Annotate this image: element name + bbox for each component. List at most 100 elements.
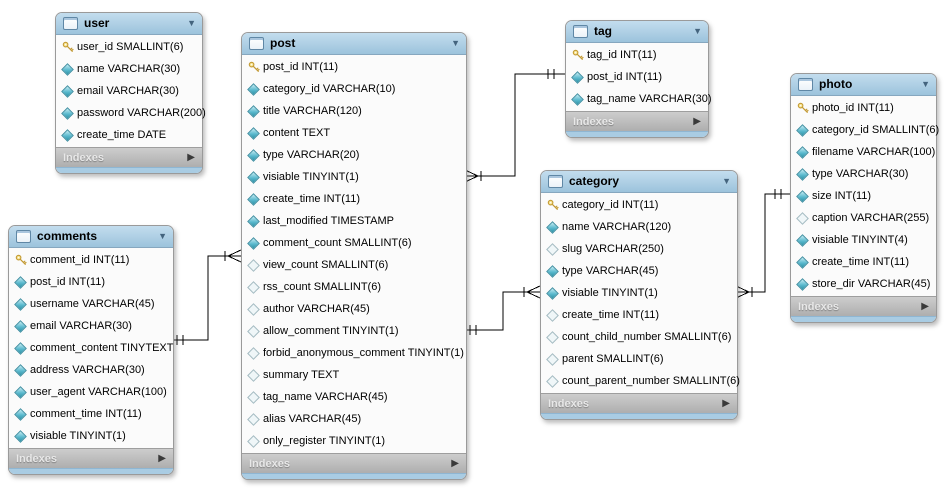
table-header[interactable]: post ▼ — [242, 33, 466, 55]
field-label: type VARCHAR(45) — [562, 265, 659, 277]
field-label: visiable TINYINT(1) — [263, 171, 359, 183]
field-label: visiable TINYINT(4) — [812, 234, 908, 246]
relationship-post-tag[interactable] — [464, 69, 565, 183]
column-diamond-icon — [14, 297, 27, 311]
relationship-category-photo[interactable] — [735, 189, 790, 299]
table-title: photo — [819, 77, 853, 91]
field-icon-cell — [14, 429, 30, 443]
column-diamond-hollow-icon — [247, 346, 260, 360]
field-icon-cell — [61, 62, 77, 76]
field-label: visiable TINYINT(1) — [30, 430, 126, 442]
collapse-arrow-icon[interactable]: ▼ — [921, 79, 930, 89]
column-diamond-icon — [14, 363, 27, 377]
field-label: count_child_number SMALLINT(6) — [562, 331, 732, 343]
indexes-label: Indexes — [63, 151, 104, 164]
expand-arrow-icon[interactable]: ▶ — [693, 116, 701, 127]
key-glyph — [547, 199, 559, 210]
table-header[interactable]: photo ▼ — [791, 74, 936, 96]
table-field-row: category_id SMALLINT(6) — [791, 119, 939, 141]
table-icon — [548, 175, 563, 188]
field-label: photo_id INT(11) — [812, 102, 894, 114]
field-label: create_time INT(11) — [562, 309, 659, 321]
collapse-arrow-icon[interactable]: ▼ — [158, 231, 167, 241]
collapse-arrow-icon[interactable]: ▼ — [451, 38, 460, 48]
expand-arrow-icon[interactable]: ▶ — [921, 301, 929, 312]
expand-arrow-icon[interactable]: ▶ — [722, 398, 730, 409]
indexes-footer[interactable]: Indexes ▶ — [9, 448, 173, 468]
column-diamond-icon — [61, 106, 74, 120]
expand-arrow-icon[interactable]: ▶ — [158, 453, 166, 464]
field-icon-cell — [247, 126, 263, 140]
table-header[interactable]: user ▼ — [56, 13, 202, 35]
relationship-post-category[interactable] — [465, 285, 541, 335]
table-field-row: forbid_anonymous_comment TINYINT(1) — [242, 342, 466, 364]
field-label: type VARCHAR(20) — [263, 149, 360, 161]
field-label: comment_id INT(11) — [30, 254, 130, 266]
table-icon — [249, 37, 264, 50]
indexes-footer[interactable]: Indexes ▶ — [566, 111, 708, 131]
field-label: tag_name VARCHAR(30) — [587, 93, 712, 105]
table-field-row: allow_comment TINYINT(1) — [242, 320, 466, 342]
table-field-row: comment_time INT(11) — [9, 403, 173, 425]
collapse-arrow-icon[interactable]: ▼ — [693, 26, 702, 36]
field-label: post_id INT(11) — [587, 71, 662, 83]
column-diamond-icon — [247, 214, 260, 228]
table-field-row: comment_id INT(11) — [9, 249, 173, 271]
field-label: comment_time INT(11) — [30, 408, 142, 420]
field-icon-cell — [247, 434, 263, 448]
table-field-row: name VARCHAR(120) — [541, 216, 737, 238]
column-diamond-hollow-icon — [546, 330, 559, 344]
collapse-arrow-icon[interactable]: ▼ — [187, 18, 196, 28]
column-diamond-icon — [546, 286, 559, 300]
table-field-row: user_agent VARCHAR(100) — [9, 381, 173, 403]
key-icon — [15, 254, 30, 266]
table-field-row: caption VARCHAR(255) — [791, 207, 936, 229]
column-diamond-icon — [61, 62, 74, 76]
table-field-row: create_time INT(11) — [242, 188, 466, 210]
indexes-footer[interactable]: Indexes ▶ — [541, 393, 737, 413]
collapse-arrow-icon[interactable]: ▼ — [722, 176, 731, 186]
column-diamond-icon — [14, 319, 27, 333]
key-icon — [248, 61, 263, 73]
indexes-footer[interactable]: Indexes ▶ — [242, 453, 466, 473]
column-diamond-hollow-icon — [247, 434, 260, 448]
expand-arrow-icon[interactable]: ▶ — [451, 458, 459, 469]
column-diamond-icon — [796, 167, 809, 181]
table-bottom-strip — [566, 131, 708, 137]
column-diamond-icon — [247, 170, 260, 184]
table-field-row: summary TEXT — [242, 364, 466, 386]
table-field-row: size INT(11) — [791, 185, 936, 207]
table-field-row: visiable TINYINT(1) — [9, 425, 173, 447]
table-icon — [63, 17, 78, 30]
field-label: username VARCHAR(45) — [30, 298, 155, 310]
table-field-row: rss_count SMALLINT(6) — [242, 276, 466, 298]
field-icon-cell — [14, 363, 30, 377]
field-icon-cell — [796, 255, 812, 269]
field-label: forbid_anonymous_comment TINYINT(1) — [263, 347, 464, 359]
table-header[interactable]: comments ▼ — [9, 226, 173, 248]
field-label: email VARCHAR(30) — [77, 85, 179, 97]
table-category: category ▼ category_id INT(11) name VARC… — [540, 170, 740, 420]
table-bottom-strip — [541, 413, 737, 419]
indexes-footer[interactable]: Indexes ▶ — [56, 147, 202, 167]
table-field-row: view_count SMALLINT(6) — [242, 254, 466, 276]
field-icon-cell — [546, 308, 562, 322]
column-diamond-icon — [14, 407, 27, 421]
table-field-row: name VARCHAR(30) — [56, 58, 202, 80]
key-glyph — [15, 254, 27, 265]
table-field-row: post_id INT(11) — [566, 66, 708, 88]
table-header[interactable]: tag ▼ — [566, 21, 708, 43]
column-diamond-hollow-icon — [546, 308, 559, 322]
field-icon-cell — [796, 123, 812, 137]
table-header[interactable]: category ▼ — [541, 171, 737, 193]
table-field-row: content TEXT — [242, 122, 466, 144]
field-rows: tag_id INT(11) post_id INT(11) tag_name … — [566, 43, 712, 111]
field-icon-cell — [247, 302, 263, 316]
expand-arrow-icon[interactable]: ▶ — [187, 152, 195, 163]
indexes-footer[interactable]: Indexes ▶ — [791, 296, 936, 316]
relationship-comments-post[interactable] — [172, 249, 242, 345]
field-label: size INT(11) — [812, 190, 872, 202]
field-icon-cell — [796, 167, 812, 181]
field-icon-cell — [247, 192, 263, 206]
field-label: user_id SMALLINT(6) — [77, 41, 184, 53]
